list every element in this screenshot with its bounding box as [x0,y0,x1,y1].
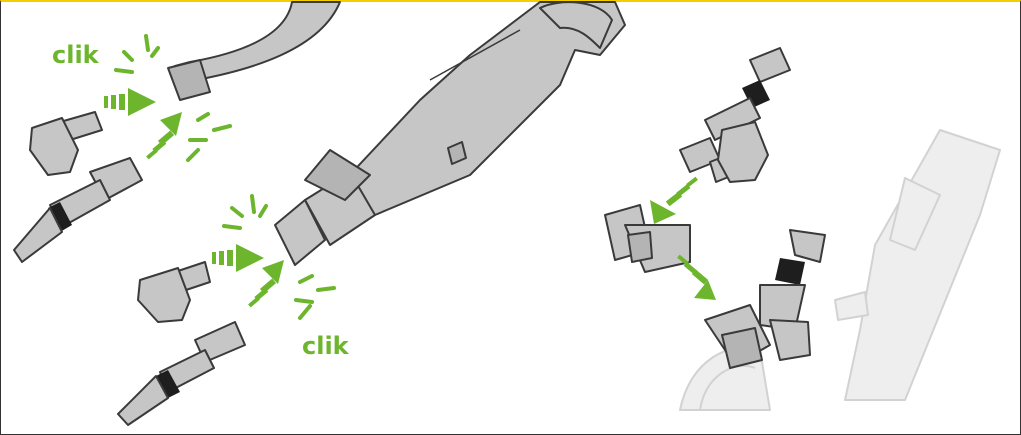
mounted-tools-assembly [705,230,825,368]
upholstery-tool-top [30,112,102,175]
click-label-bottom: clik [302,334,349,358]
crevice-tool-middle [118,322,245,425]
upholstery-tool-middle [138,262,210,322]
click-label-top: clik [52,43,99,67]
vacuum-wand [275,2,625,265]
click-burst-icon [116,36,334,318]
tool-adapter [605,205,690,272]
crevice-tool-top [14,158,142,262]
